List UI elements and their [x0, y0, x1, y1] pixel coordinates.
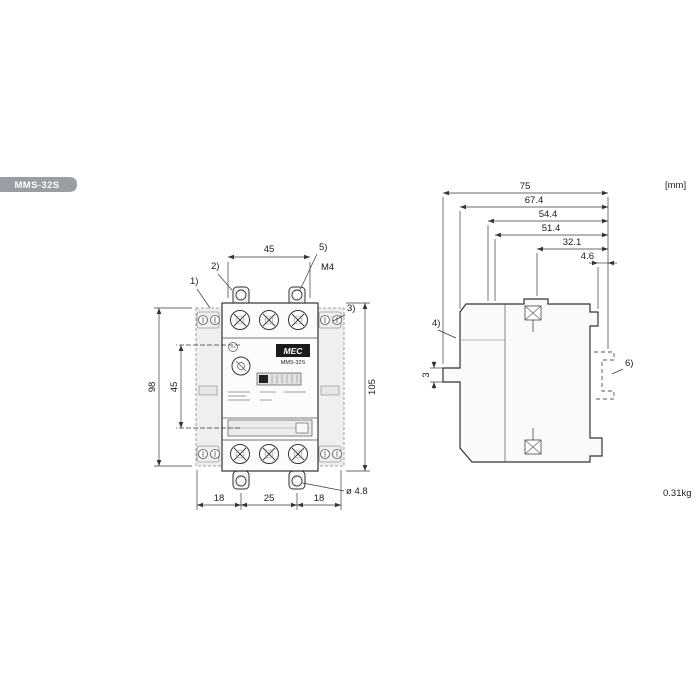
side-screw-bottom [524, 428, 542, 455]
top-terminal-screws [230, 310, 308, 330]
callout-3-leader [332, 314, 346, 322]
badge-background [0, 177, 77, 192]
side-view-dimension-labels: 75 67.4 54.4 51.4 32.1 4.6 3 4) 6) [421, 181, 633, 378]
device-model-label: MMS-32S [281, 360, 306, 366]
callout-4-leader [437, 329, 457, 339]
side-screw-top [524, 305, 542, 332]
dim-75: 75 [520, 181, 531, 192]
rating-text-marks [228, 391, 306, 401]
weight-label: 0.31kg [663, 488, 692, 499]
callout-2-leader [217, 273, 233, 291]
brand-logo-plate [276, 344, 310, 357]
device-body-side [442, 298, 615, 463]
callout-6-leader [611, 368, 624, 375]
din-rail-profile [594, 351, 615, 400]
dim-knob-3: 3 [421, 372, 432, 377]
dim-4-6: 4.6 [581, 251, 594, 262]
dim-height-inner: 45 [169, 382, 180, 393]
bottom-terminal-screws [230, 444, 308, 464]
front-view-dimensions [154, 253, 370, 510]
m4-screw-label: M4 [321, 262, 334, 273]
dim-bottom-right: 18 [314, 493, 325, 504]
dim-67-4: 67.4 [525, 195, 544, 206]
callout-4: 4) [432, 318, 440, 329]
dim-32-1: 32.1 [563, 237, 582, 248]
right-accessory-panel [317, 307, 345, 467]
dim-bottom-left: 18 [214, 493, 225, 504]
front-view-dimension-labels: 45 5) M4 2) 1) 3) 98 45 105 18 25 18 ø 4… [147, 242, 378, 504]
callout-5-leader [299, 253, 318, 291]
dim-54-4: 54.4 [539, 209, 558, 220]
badge-label: MMS-32S [14, 180, 59, 191]
callout-6: 6) [625, 358, 633, 369]
device-brand-label: MEC [284, 346, 304, 356]
callout-1: 1) [190, 276, 198, 287]
dim-top-width: 45 [264, 244, 275, 255]
callout-3: 3) [347, 303, 355, 314]
device-body-front: MEC MMS-32S [221, 302, 319, 472]
callout-1-leader [196, 288, 211, 309]
left-accessory-panel [195, 307, 223, 467]
hole-diameter-label: ø 4.8 [346, 486, 368, 497]
hole-leader [302, 482, 345, 492]
unit-label: [mm] [665, 180, 686, 191]
callout-5: 5) [319, 242, 327, 253]
product-badge: MMS-32S [0, 177, 77, 192]
switch-handle [259, 375, 268, 383]
callout-2: 2) [211, 261, 219, 272]
dim-height-left: 98 [147, 382, 158, 393]
side-view-dimensions [430, 190, 624, 389]
side-view: 75 67.4 54.4 51.4 32.1 4.6 3 4) 6) [421, 181, 633, 463]
dim-bottom-center: 25 [264, 493, 275, 504]
dim-51-4: 51.4 [542, 223, 561, 234]
front-view: MEC MMS-32S [147, 242, 378, 510]
dim-height-right: 105 [367, 379, 378, 395]
